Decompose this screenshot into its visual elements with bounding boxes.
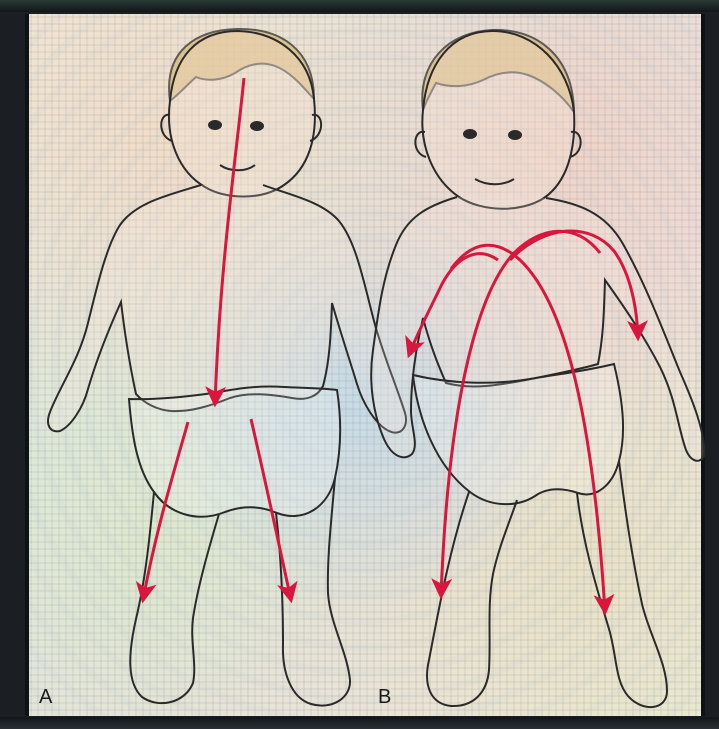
monitor-bottom-edge: [0, 717, 719, 729]
diaper-outline: [129, 386, 340, 516]
figure-label-a: A: [39, 686, 52, 709]
right-leg-outline: [577, 461, 667, 707]
left-leg-outline: [427, 492, 517, 706]
right-eye-icon: [508, 130, 522, 140]
developmental-direction-diagram: [25, 14, 705, 716]
head-outline: [422, 31, 574, 209]
baby-figure-a: [48, 29, 406, 706]
monitor-top-edge: [0, 0, 719, 12]
head-outline: [169, 31, 315, 197]
right-eye-icon: [250, 121, 264, 131]
figure-label-b: B: [378, 686, 391, 709]
baby-figure-b: [371, 30, 704, 707]
left-eye-icon: [208, 120, 222, 130]
left-eye-icon: [463, 129, 477, 139]
diaper-outline: [413, 364, 623, 504]
